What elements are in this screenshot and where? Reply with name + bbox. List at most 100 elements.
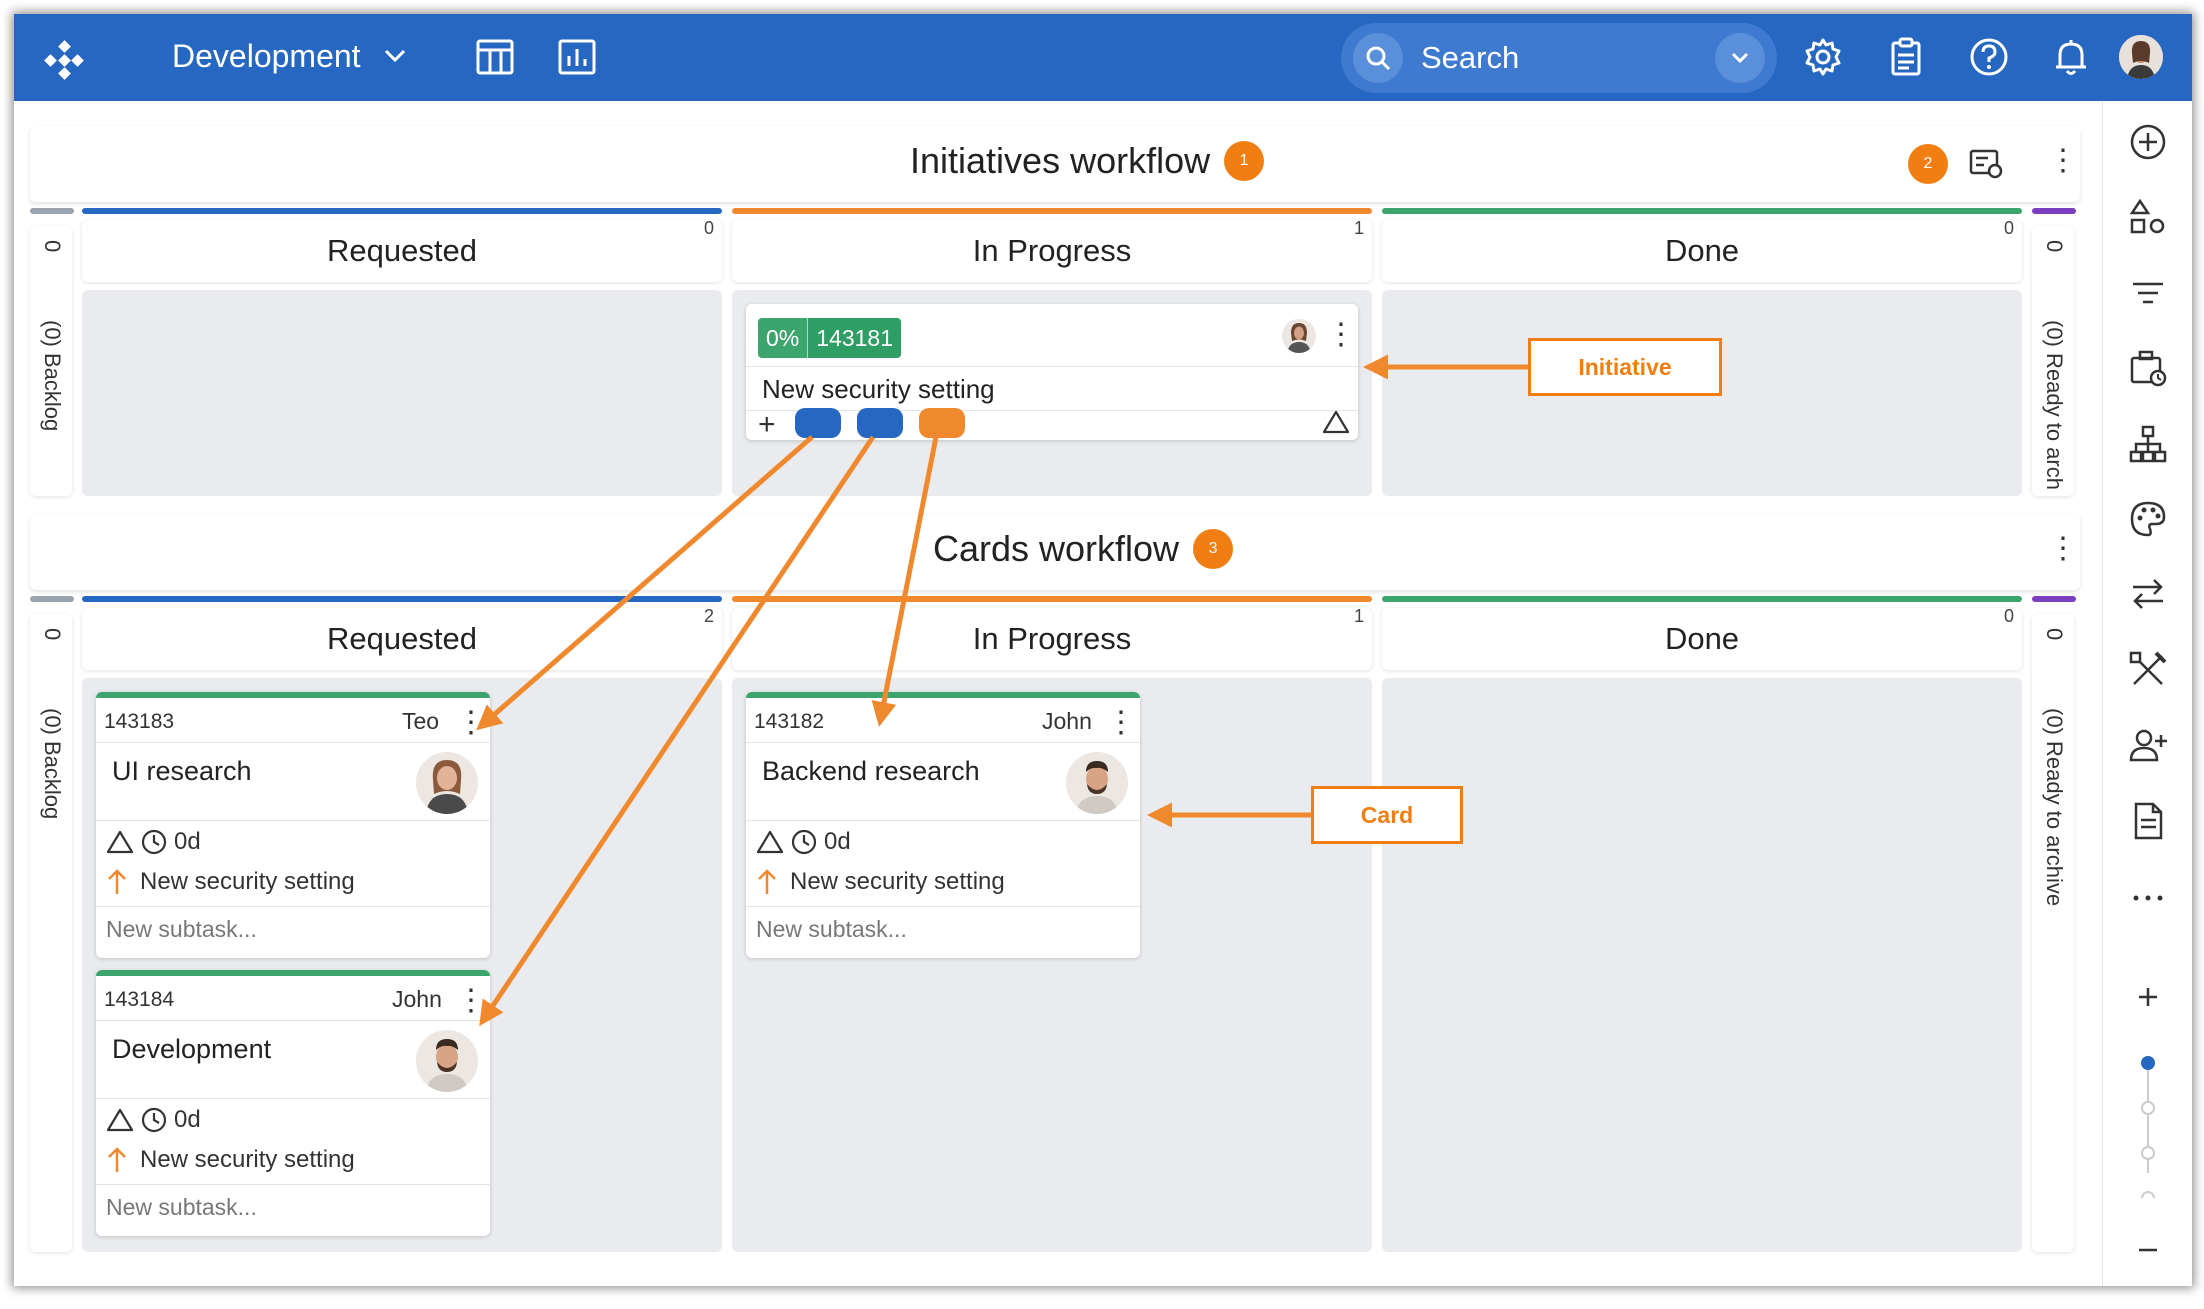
card-id: 143183 [104,710,175,733]
cards-in-progress-header[interactable]: In Progress 1 [732,606,1372,670]
add-user-icon[interactable] [2125,722,2171,768]
priority-triangle-icon[interactable] [106,829,134,855]
search-input[interactable]: Search [1421,40,1520,75]
swap-arrows-icon[interactable] [2125,571,2171,617]
card-owner: John [1042,708,1092,734]
search-dropdown-icon[interactable] [1715,33,1765,83]
child-card-pill[interactable] [795,408,841,438]
initiatives-archive-column[interactable]: 0 (0) Ready to arch [2032,226,2074,496]
priority-triangle-icon[interactable] [756,829,784,855]
card-menu-icon[interactable]: ⋮ [456,984,486,1017]
filter-icon[interactable] [2125,270,2171,316]
backlog-bar [30,208,74,214]
initiatives-backlog-column[interactable]: 0 (0) Backlog [30,226,72,496]
card-id: 143184 [104,988,175,1011]
card-title[interactable]: Development [112,1034,272,1064]
cards-requested-lane[interactable]: 143183 Teo ⋮ UI research 0d New security… [82,678,722,1252]
card-title[interactable]: Backend research [762,756,980,786]
done-bar [1382,208,2022,214]
child-card-pill[interactable] [919,408,965,438]
initiatives-done-header[interactable]: Done 0 [1382,218,2022,282]
hierarchy-icon[interactable] [2125,421,2171,467]
clipboard-icon[interactable] [1885,36,1927,78]
cards-workflow-menu-icon[interactable]: ⋮ [2048,532,2078,565]
backlog-label: (0) Backlog [40,708,65,820]
backlog-label: (0) Backlog [40,320,65,432]
more-horizontal-icon[interactable] [2125,873,2171,919]
card-meta: 0d [106,828,201,856]
shapes-icon[interactable] [2125,194,2171,240]
parent-initiative-link[interactable]: New security setting [106,1146,355,1174]
zoom-out-icon[interactable] [2125,1227,2171,1273]
archive-label: (0) Ready to arch [2042,320,2067,490]
search-icon[interactable] [1353,33,1403,83]
column-count: 0 [703,218,714,238]
card-menu-icon[interactable]: ⋮ [456,706,486,739]
notifications-bell-icon[interactable] [2050,36,2092,78]
cards-in-progress-lane[interactable]: 143182 John ⋮ Backend research 0d New se… [732,678,1372,1252]
filter-count-badge[interactable]: 2 [1908,144,1948,184]
card-callout: Card [1311,786,1463,844]
archive-bar [2032,596,2076,602]
child-card-pill[interactable] [857,408,903,438]
initiatives-in-progress-header[interactable]: In Progress 1 [732,218,1372,282]
cards-archive-column[interactable]: 0 (0) Ready to archive [2032,614,2074,1252]
settings-gear-icon[interactable] [1802,36,1844,78]
in-progress-bar [732,596,1372,602]
card-menu-icon[interactable]: ⋮ [1106,706,1136,739]
column-count: 0 [2003,606,2014,626]
cards-count-badge: 3 [1193,529,1234,569]
cards-done-header[interactable]: Done 0 [1382,606,2022,670]
clock-icon [141,1107,167,1133]
zoom-in-icon[interactable] [2125,974,2171,1020]
card-time: 0d [824,828,851,855]
cards-workflow-header: Cards workflow 3 ⋮ [30,514,2080,590]
palette-icon[interactable] [2125,496,2171,542]
initiative-owner-avatar[interactable] [1282,319,1316,353]
task-card[interactable]: 143183 Teo ⋮ UI research 0d New security… [96,692,490,958]
card-owner: John [392,986,442,1012]
initiative-id: 143181 [807,318,901,358]
task-card[interactable]: 143182 John ⋮ Backend research 0d New se… [746,692,1140,958]
add-circle-icon[interactable] [2125,119,2171,165]
add-child-icon[interactable]: + [758,408,776,440]
help-icon[interactable] [1968,36,2010,78]
initiatives-requested-header[interactable]: Requested 0 [82,218,722,282]
initiatives-menu-icon[interactable]: ⋮ [2048,144,2078,177]
zoom-slider[interactable] [2125,998,2171,1198]
time-tracking-icon[interactable] [2125,345,2171,391]
initiative-card[interactable]: 0% 143181 ⋮ New security setting + [746,304,1358,440]
owner-avatar[interactable] [1066,752,1128,814]
priority-triangle-icon[interactable] [106,1107,134,1133]
workspace-selector[interactable]: Development [172,36,407,76]
new-subtask-input[interactable]: New subtask... [106,916,257,942]
initiative-title[interactable]: New security setting [762,374,995,404]
analytics-icon[interactable] [556,36,598,78]
app-logo-icon[interactable] [44,40,84,80]
priority-triangle-icon[interactable] [1322,409,1350,440]
task-card[interactable]: 143184 John ⋮ Development 0d New securit… [96,970,490,1236]
cards-done-lane[interactable] [1382,678,2022,1252]
new-subtask-input[interactable]: New subtask... [106,1194,257,1220]
card-title[interactable]: UI research [112,756,252,786]
swimlane-settings-icon[interactable] [1968,146,2004,187]
parent-initiative-link[interactable]: New security setting [106,868,355,896]
card-meta: 0d [756,828,851,856]
initiative-card-menu-icon[interactable]: ⋮ [1326,318,1356,351]
owner-avatar[interactable] [416,752,478,814]
search-bar[interactable]: Search [1341,23,1777,93]
chevron-down-icon [384,49,405,63]
initiatives-requested-lane[interactable] [82,290,722,496]
user-avatar[interactable] [2119,35,2163,79]
cards-requested-header[interactable]: Requested 2 [82,606,722,670]
owner-avatar[interactable] [416,1030,478,1092]
new-subtask-input[interactable]: New subtask... [756,916,907,942]
tools-icon[interactable] [2125,647,2171,693]
initiatives-in-progress-lane[interactable]: 0% 143181 ⋮ New security setting + [732,290,1372,496]
arrow-up-icon [108,1147,126,1172]
board-view-icon[interactable] [474,36,516,78]
document-icon[interactable] [2125,798,2171,844]
cards-workflow-title: Cards workflow 3 [933,528,1234,570]
parent-initiative-link[interactable]: New security setting [756,868,1005,896]
cards-backlog-column[interactable]: 0 (0) Backlog [30,614,72,1252]
